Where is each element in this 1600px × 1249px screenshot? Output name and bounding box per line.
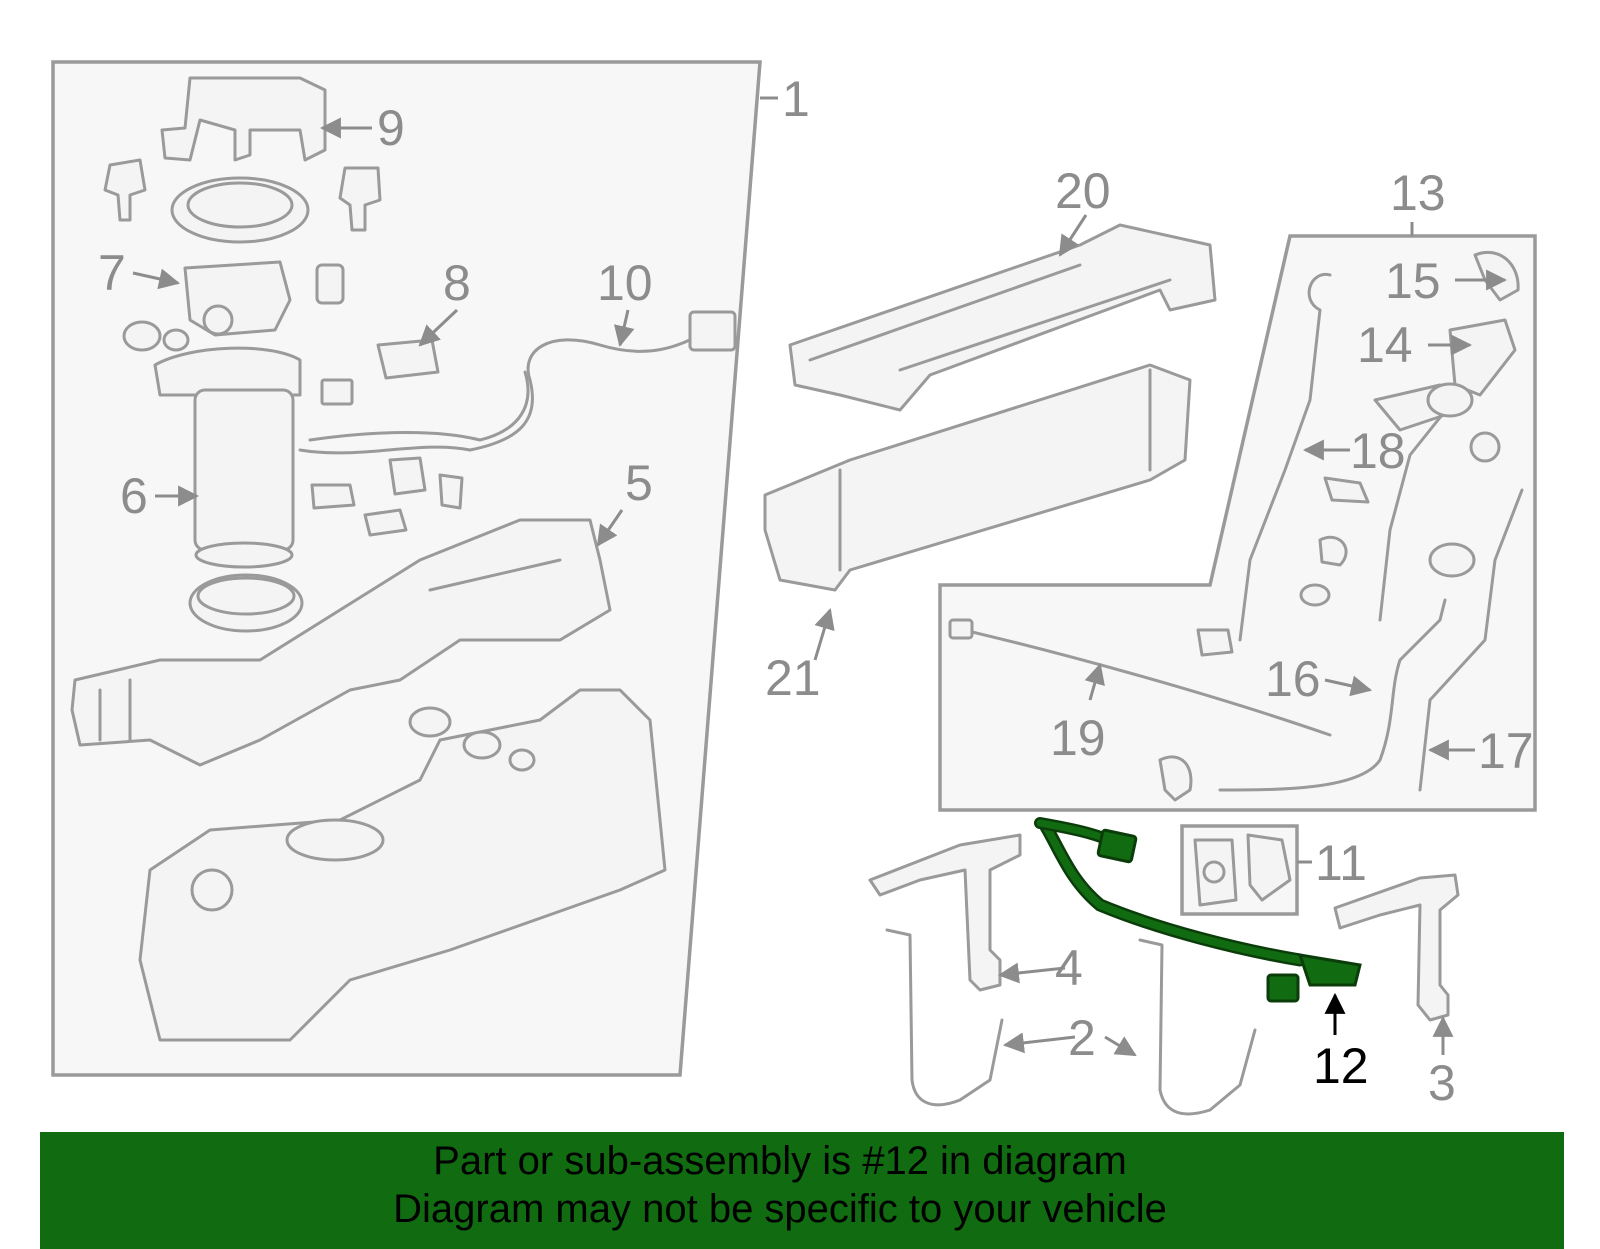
- label-11: 11: [1315, 835, 1367, 891]
- part-18-vent-hose: [1238, 273, 1332, 642]
- label-2: 2: [1068, 1010, 1096, 1066]
- part-21-shield: [763, 363, 1192, 592]
- label-14: 14: [1357, 317, 1413, 373]
- label-3: 3: [1428, 1055, 1456, 1111]
- label-21: 21: [765, 650, 821, 706]
- label-4: 4: [1055, 940, 1083, 996]
- part-labels: 1 2 3 4 5 6 7 8 9 10 11 12 13 14 15 16 1…: [98, 71, 1534, 1111]
- shields-group: [763, 223, 1217, 592]
- label-15: 15: [1385, 253, 1441, 309]
- leader-lines: [132, 117, 1508, 1057]
- part-10-harness: [298, 333, 702, 455]
- banner-line-2: Diagram may not be specific to your vehi…: [393, 1187, 1167, 1231]
- info-banner: Part or sub-assembly is #12 in diagram D…: [40, 1132, 1564, 1249]
- part-19-rod: [953, 626, 1332, 737]
- part-3-bracket: [1333, 873, 1460, 1022]
- part-6-pump-module: [193, 388, 295, 552]
- label-5: 5: [625, 455, 653, 511]
- label-1: 1: [782, 71, 810, 127]
- label-18: 18: [1350, 423, 1406, 479]
- part-12-harness[interactable]: [1034, 817, 1362, 1003]
- label-9: 9: [377, 100, 405, 156]
- label-6: 6: [120, 468, 148, 524]
- part-8-sensor: [376, 338, 440, 380]
- part-2-strap-left: [885, 928, 1004, 1107]
- part-17-vent-tube: [1418, 488, 1524, 792]
- part-7-regulator: [183, 260, 292, 337]
- label-13: 13: [1390, 165, 1446, 221]
- part-16-fill-pipe: [1218, 598, 1447, 792]
- label-20: 20: [1055, 163, 1111, 219]
- part-2-strap-right: [1138, 938, 1257, 1116]
- straps-group: [868, 824, 1460, 1116]
- label-12: 12: [1313, 1038, 1369, 1094]
- label-16: 16: [1265, 651, 1321, 707]
- label-8: 8: [443, 255, 471, 311]
- banner-line-1: Part or sub-assembly is #12 in diagram: [433, 1139, 1127, 1183]
- label-17: 17: [1478, 723, 1534, 779]
- label-19: 19: [1050, 710, 1106, 766]
- part-20-shield: [788, 223, 1217, 412]
- label-7: 7: [98, 245, 126, 301]
- fuel-tank-assembly-group: [51, 60, 778, 1077]
- part-4-bracket: [868, 833, 1022, 992]
- part-5-shield: [70, 518, 612, 767]
- fuel-tank: [138, 688, 667, 1042]
- label-10: 10: [597, 255, 653, 311]
